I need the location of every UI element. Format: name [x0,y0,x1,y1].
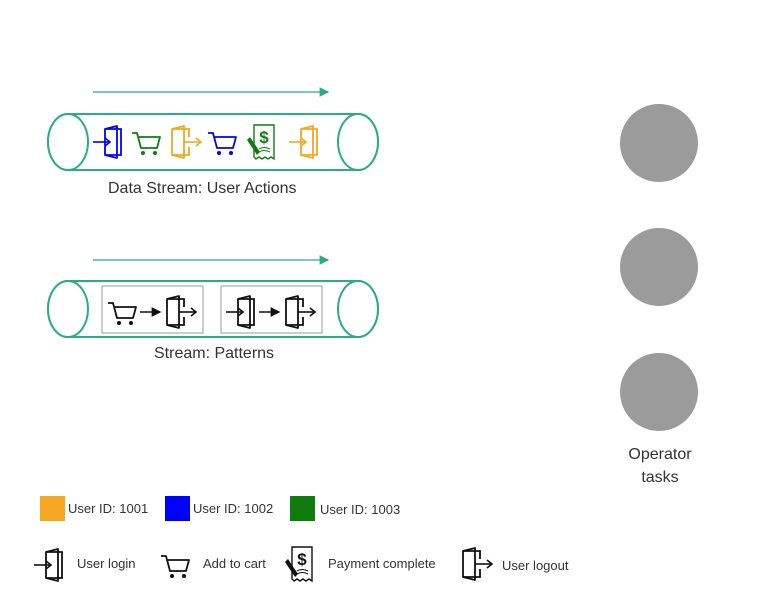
legend-user-1001-label: User ID: 1001 [68,501,149,516]
legend-color-swatch [40,496,65,521]
svg-text:$: $ [259,128,269,147]
event-login-icon [93,125,122,159]
event-payment-icon: $ [247,124,275,161]
event-login-icon [289,125,318,159]
pattern-login-icon [226,295,255,329]
legend-cart-label: Add to cart [203,556,266,571]
event-cart-icon [208,132,237,155]
pattern-box [220,285,323,334]
legend-color-swatch [165,496,190,521]
pattern-items [101,285,323,334]
pattern-stream-pipe [47,280,379,338]
legend-actions: $ [34,546,494,583]
operator-task-circle [620,353,698,431]
payment-icon: $ [285,546,313,583]
legend-color-swatch [290,496,315,521]
operator-tasks [620,104,698,431]
logout-icon [462,547,494,581]
operator-task-circle [620,228,698,306]
data-stream-label: Data Stream: User Actions [108,180,297,197]
operator-label: Operator tasks [610,443,710,489]
stream-events: $ [93,124,318,161]
legend-users [40,496,315,521]
cart-icon [161,555,190,578]
operator-label-line1: Operator [628,446,692,463]
pattern-logout-icon [285,295,317,329]
event-logout-icon [171,125,203,159]
legend-logout-label: User logout [502,558,569,573]
legend-payment-label: Payment complete [328,556,436,571]
pattern-logout-icon [166,295,198,329]
legend-user-1002-label: User ID: 1002 [193,501,274,516]
pattern-cart-icon [108,302,137,325]
operator-label-line2: tasks [641,469,679,486]
legend-user-1003-label: User ID: 1003 [320,502,401,517]
pattern-box [101,285,204,334]
svg-text:$: $ [297,550,307,569]
legend-login-label: User login [77,556,136,571]
operator-task-circle [620,104,698,182]
event-cart-icon [132,132,161,155]
data-stream-pipe [47,113,379,171]
pattern-stream-label: Stream: Patterns [154,345,275,362]
login-icon [34,548,63,582]
